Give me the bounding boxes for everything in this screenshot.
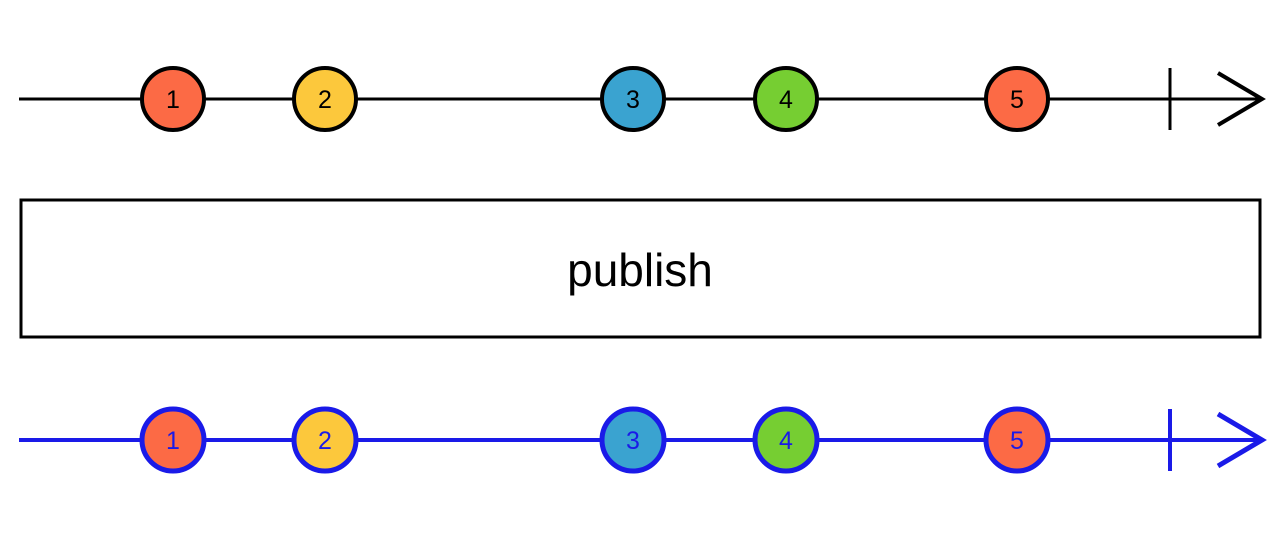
marble-circle[interactable] (139, 406, 207, 474)
operator-box-rect[interactable] (19, 198, 1262, 339)
marble-circle[interactable] (984, 66, 1050, 132)
operator-box[interactable]: publish (19, 198, 1262, 339)
marble-circle[interactable] (291, 406, 359, 474)
marble-value-label: 3 (626, 427, 640, 455)
marble-circle[interactable] (599, 406, 667, 474)
source-marble-3[interactable]: 3 (600, 66, 666, 132)
source-arrowhead-icon (1216, 71, 1266, 127)
source-marble-5[interactable]: 5 (984, 66, 1050, 132)
marble-circle[interactable] (600, 66, 666, 132)
source-marble-2[interactable]: 2 (292, 66, 358, 132)
source-timeline: 1 2 3 4 5 (19, 66, 1266, 132)
output-marble-2[interactable]: 2 (291, 406, 359, 474)
marble-value-label: 1 (166, 86, 180, 114)
marble-value-label: 4 (779, 86, 793, 114)
source-marble-1[interactable]: 1 (140, 66, 206, 132)
output-marble-4[interactable]: 4 (752, 406, 820, 474)
output-arrowhead-icon (1216, 411, 1267, 469)
operator-name-label: publish (567, 244, 713, 296)
marble-circle[interactable] (292, 66, 358, 132)
marble-circle[interactable] (753, 66, 819, 132)
marble-value-label: 2 (318, 427, 332, 455)
output-marble-5[interactable]: 5 (983, 406, 1051, 474)
marble-value-label: 5 (1010, 86, 1024, 114)
output-marble-1[interactable]: 1 (139, 406, 207, 474)
marble-value-label: 4 (779, 427, 793, 455)
marble-value-label: 5 (1010, 427, 1024, 455)
output-timeline: 1 2 3 4 5 (19, 406, 1267, 474)
marble-value-label: 2 (318, 86, 332, 114)
marble-circle[interactable] (983, 406, 1051, 474)
marble-circle[interactable] (140, 66, 206, 132)
marble-value-label: 1 (166, 427, 180, 455)
output-marble-3[interactable]: 3 (599, 406, 667, 474)
source-marble-4[interactable]: 4 (753, 66, 819, 132)
marble-value-label: 3 (626, 86, 640, 114)
marble-circle[interactable] (752, 406, 820, 474)
